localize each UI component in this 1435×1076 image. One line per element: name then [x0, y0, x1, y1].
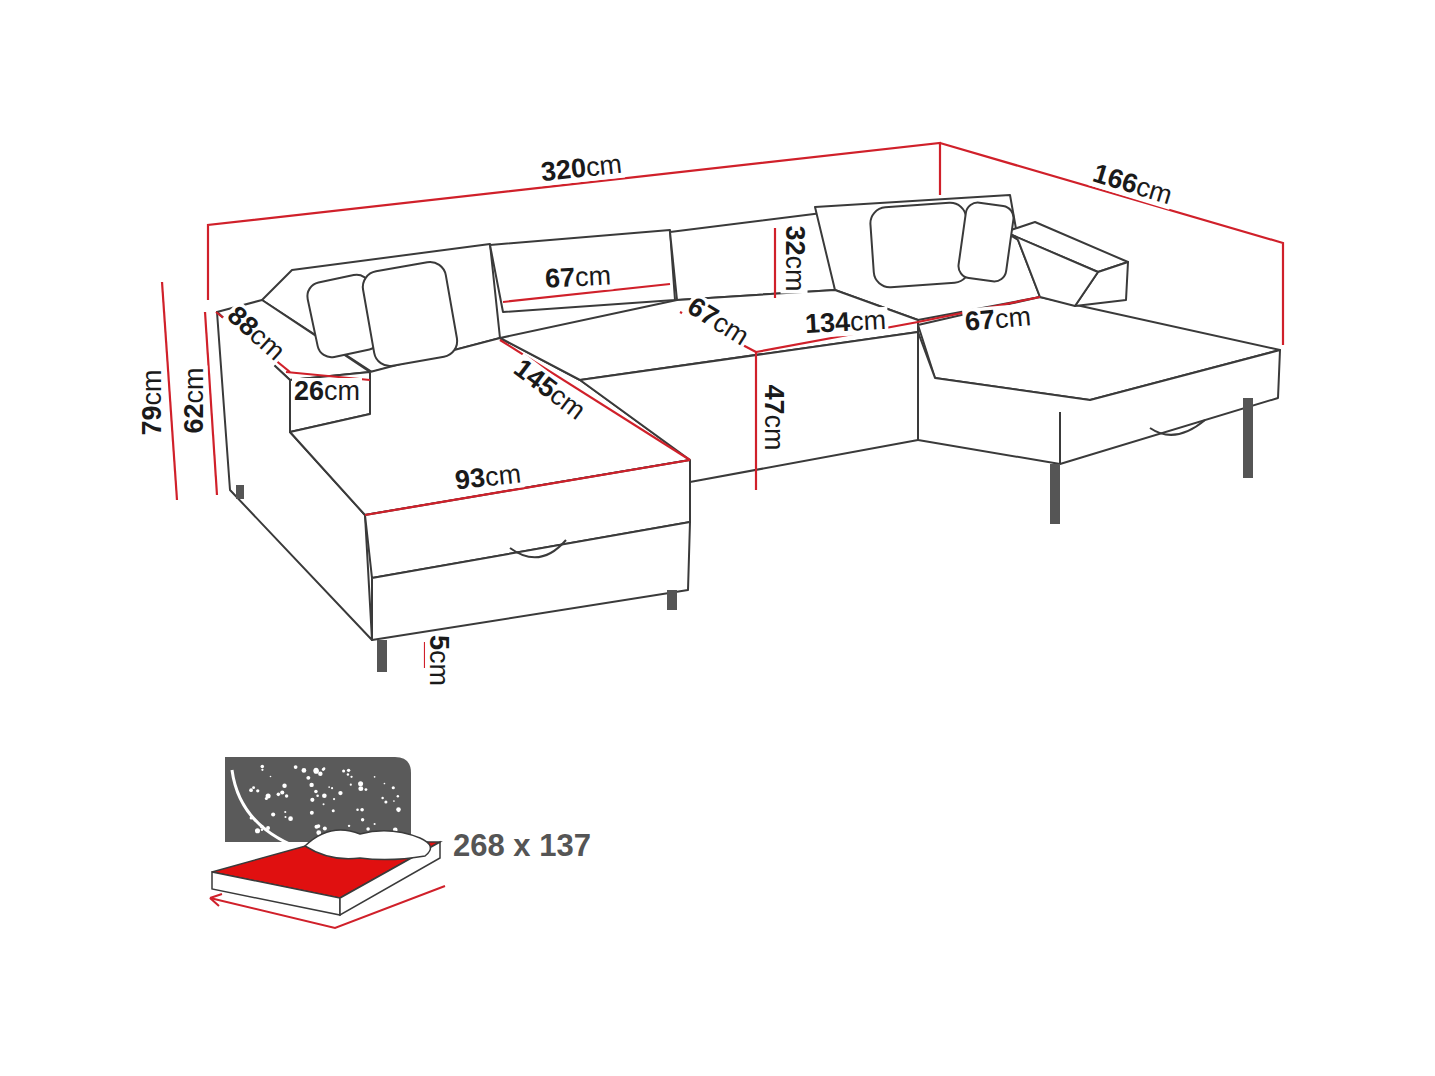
star-dot — [360, 808, 364, 812]
dimension-label: 93cm — [452, 460, 524, 494]
dimension-label: 62cm — [180, 365, 207, 435]
star-dot — [256, 789, 259, 792]
star-dot — [261, 769, 263, 771]
dimension-label: 47cm — [759, 382, 786, 452]
star-dot — [358, 781, 363, 786]
star-dot — [270, 776, 272, 778]
star-dot — [280, 791, 284, 795]
star-dot — [322, 768, 325, 771]
star-dot — [358, 786, 363, 791]
star-dot — [393, 800, 395, 802]
star-dot — [322, 793, 327, 798]
star-dot — [348, 825, 350, 827]
star-dot — [271, 812, 275, 816]
dimension-label: 67cm — [681, 291, 755, 351]
star-dot — [306, 776, 310, 780]
star-dot — [384, 783, 386, 785]
star-dot — [397, 810, 399, 812]
dimension-label: 320cm — [538, 150, 625, 186]
star-dot — [284, 816, 286, 818]
star-dot — [347, 773, 349, 775]
star-dot — [310, 811, 314, 815]
sofa-outline — [217, 195, 1280, 640]
star-dot — [294, 765, 298, 769]
star-dot — [284, 811, 286, 813]
star-dot — [265, 797, 268, 800]
star-dot — [314, 769, 319, 774]
star-dot — [347, 769, 350, 772]
dimension-label: 5cm — [426, 632, 453, 687]
dimension-label: 166cm — [1088, 159, 1177, 210]
sofa-bed-icon — [210, 757, 445, 928]
star-dot — [310, 798, 314, 802]
star-dot — [331, 787, 333, 789]
star-dot — [316, 794, 319, 797]
dimension-label: 145cm — [508, 353, 592, 426]
dimension-label: 79cm — [138, 367, 165, 437]
star-dot — [313, 768, 318, 773]
star-dot — [314, 790, 318, 794]
dimension-lines — [162, 143, 1283, 668]
star-dot — [328, 786, 330, 788]
dimension-label: 67cm — [542, 262, 613, 293]
star-dot — [374, 823, 376, 825]
star-dot — [315, 825, 319, 829]
star-dot — [397, 795, 399, 797]
star-dot — [252, 786, 255, 789]
star-dot — [364, 788, 367, 791]
star-dot — [323, 767, 326, 770]
star-dot — [361, 818, 364, 821]
star-dot — [288, 816, 293, 821]
star-dot — [342, 770, 345, 773]
bed-size-label: 268 x 137 — [451, 830, 593, 861]
star-dot — [366, 827, 370, 831]
star-dot — [381, 797, 383, 799]
star-dot — [323, 803, 325, 805]
star-dot — [302, 768, 307, 773]
star-dot — [374, 776, 376, 778]
dimension-label: 26cm — [292, 378, 362, 405]
star-dot — [309, 783, 313, 787]
star-dot — [396, 807, 401, 812]
star-dot — [277, 793, 281, 797]
star-dot — [350, 776, 352, 778]
star-dot — [333, 798, 335, 800]
star-dot — [255, 828, 260, 833]
star-dot — [323, 826, 327, 830]
star-dot — [261, 765, 265, 769]
star-dot — [384, 800, 387, 803]
star-dot — [285, 794, 288, 797]
star-dot — [332, 809, 335, 812]
star-dot — [338, 791, 342, 795]
star-dot — [282, 784, 286, 788]
star-dot — [392, 786, 395, 789]
star-dot — [318, 772, 322, 776]
star-dot — [356, 808, 359, 811]
dimension-label: 67cm — [962, 302, 1034, 335]
dimension-label: 134cm — [803, 306, 889, 337]
dimension-label: 32cm — [780, 223, 807, 293]
dimension-label: 88cm — [221, 300, 291, 367]
star-dot — [249, 788, 253, 792]
sofa-legs — [236, 398, 1253, 672]
star-dot — [350, 784, 352, 786]
